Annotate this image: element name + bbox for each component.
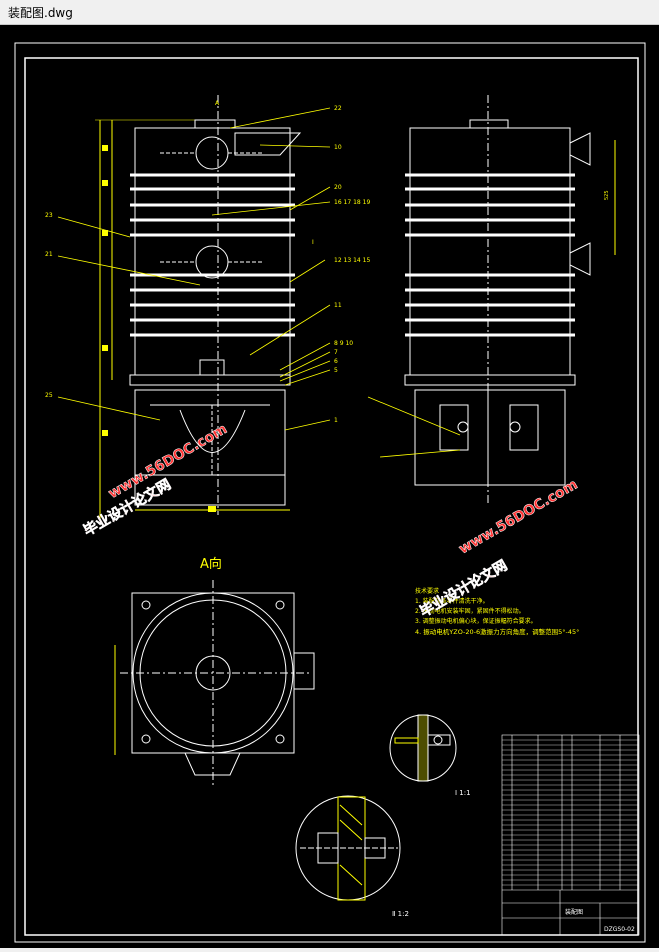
side-view: 525 bbox=[404, 95, 616, 505]
front-view bbox=[95, 95, 302, 520]
front-leaders bbox=[57, 107, 331, 431]
tech-note-line: 2. 振动电机安装牢固，紧固件不得松动。 bbox=[415, 607, 525, 615]
part-number: 8 9 10 bbox=[334, 340, 353, 347]
part-number: 22 bbox=[334, 105, 342, 112]
parts-rows bbox=[502, 739, 639, 886]
part-number: 5 bbox=[334, 367, 338, 374]
part-number: 10 bbox=[334, 144, 342, 151]
tech-note-line: 3. 调整振动电机偏心块，保证振幅符合要求。 bbox=[415, 617, 537, 625]
part-number: 23 bbox=[45, 212, 53, 219]
part-number: 11 bbox=[334, 302, 342, 309]
detail-1-label: Ⅰ 1:1 bbox=[455, 789, 471, 797]
part-number: 25 bbox=[45, 392, 53, 399]
svg-text:525: 525 bbox=[604, 190, 610, 200]
tech-note-line: 4. 振动电机YZO-20-6激振力方向角度，调整范围5°-45° bbox=[415, 627, 579, 636]
a-direction-label: A向 bbox=[200, 556, 222, 572]
inner-frame bbox=[24, 57, 639, 936]
front-part-numbers: 22 10 20 16 17 18 19 Ⅰ 12 13 14 15 11 8 … bbox=[45, 100, 370, 424]
tech-notes: 技术要求 1. 装配前各零件清洗干净。 2. 振动电机安装牢固，紧固件不得松动。… bbox=[415, 587, 579, 636]
detail-2-label: Ⅱ 1:2 bbox=[392, 910, 409, 918]
tech-note-line: 1. 装配前各零件清洗干净。 bbox=[415, 597, 489, 605]
drawing-canvas[interactable]: 22 10 20 16 17 18 19 Ⅰ 12 13 14 15 11 8 … bbox=[0, 25, 659, 948]
part-number: 1 bbox=[334, 417, 338, 424]
window-title: 装配图.dwg bbox=[8, 6, 73, 20]
part-number: 6 bbox=[334, 358, 338, 365]
tech-notes-heading: 技术要求 bbox=[415, 587, 439, 595]
title-block bbox=[502, 889, 639, 935]
part-number: 7 bbox=[334, 349, 338, 356]
view-label-a: A bbox=[215, 100, 220, 107]
watermark-left: 毕业设计论文网 www.56DOC.com bbox=[80, 421, 230, 540]
drawing-number: DZGS0-02 bbox=[604, 926, 635, 933]
watermark-url: www.56DOC.com bbox=[456, 477, 580, 558]
detail-2 bbox=[295, 795, 401, 901]
part-number: 20 bbox=[334, 184, 342, 191]
part-number: Ⅰ bbox=[312, 239, 314, 246]
side-leaders bbox=[367, 396, 461, 458]
title-block-caption: 装配图 bbox=[565, 908, 583, 916]
cad-drawing: 22 10 20 16 17 18 19 Ⅰ 12 13 14 15 11 8 … bbox=[14, 42, 646, 943]
a-direction-view bbox=[114, 580, 315, 785]
outer-frame bbox=[14, 42, 646, 943]
part-number: 21 bbox=[45, 251, 53, 258]
watermark-right: 毕业设计论文网 www.56DOC.com bbox=[417, 476, 581, 620]
window-titlebar: 装配图.dwg bbox=[0, 0, 659, 25]
detail-1 bbox=[389, 714, 457, 782]
part-number: 16 17 18 19 bbox=[334, 199, 370, 206]
part-number: 12 13 14 15 bbox=[334, 257, 370, 264]
